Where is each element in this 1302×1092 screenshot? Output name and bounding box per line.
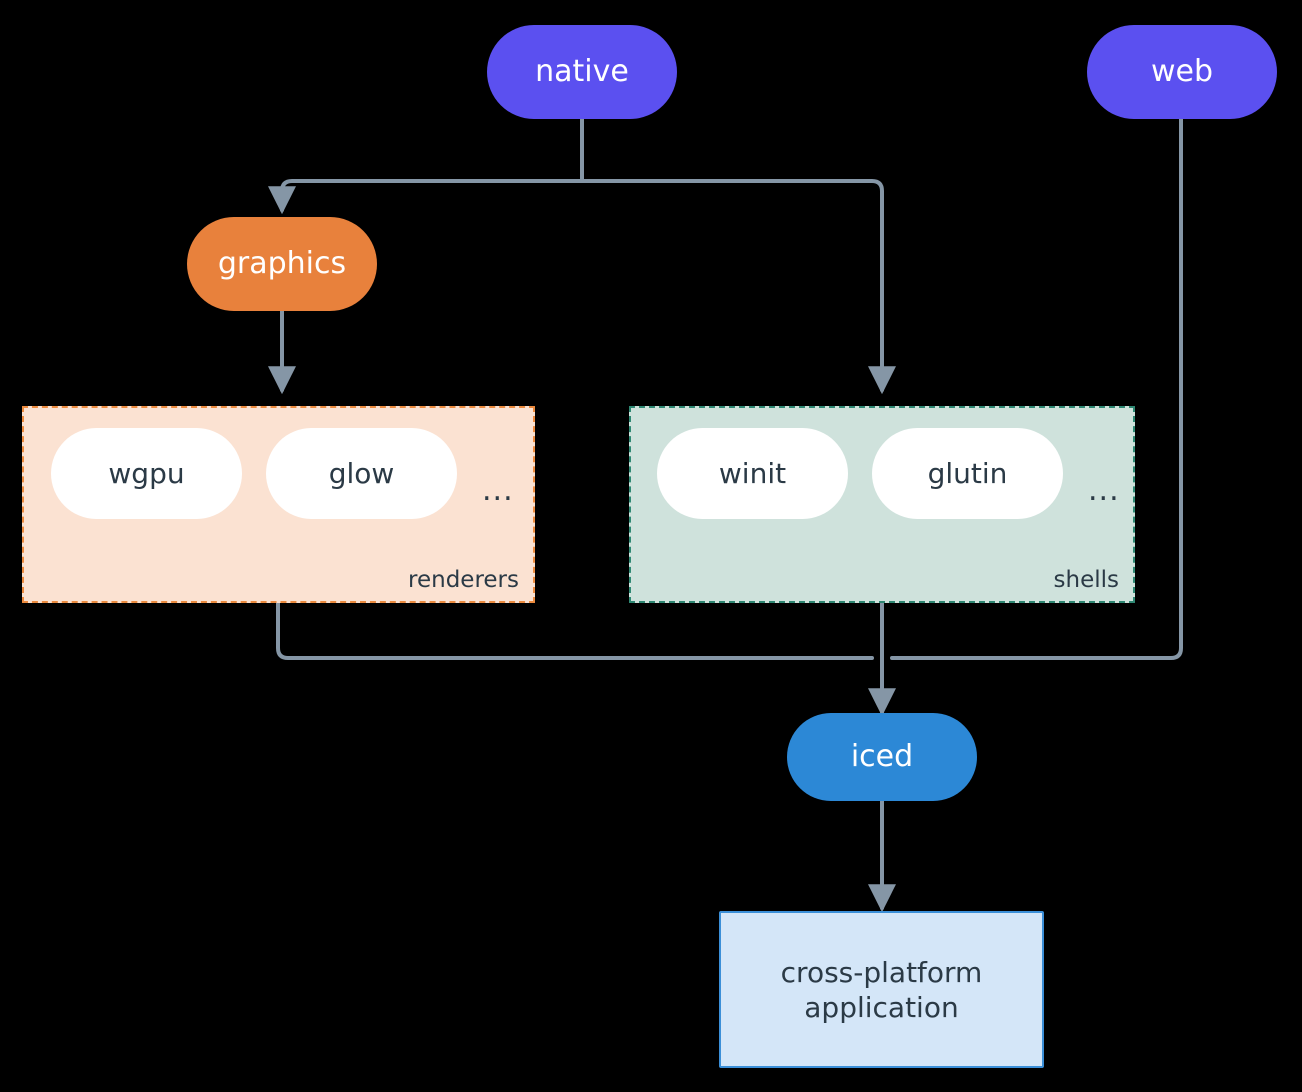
- cluster-renderers: wgpu glow ... renderers: [22, 406, 535, 603]
- leaf-glutin[interactable]: glutin: [872, 428, 1063, 519]
- leaf-winit[interactable]: winit: [657, 428, 848, 519]
- node-graphics[interactable]: graphics: [187, 217, 377, 311]
- leaf-glutin-label: glutin: [927, 457, 1008, 490]
- leaf-glow-label: glow: [328, 457, 395, 490]
- leaf-glow[interactable]: glow: [266, 428, 457, 519]
- leaf-wgpu[interactable]: wgpu: [51, 428, 242, 519]
- shells-more-ellipsis: ...: [1088, 473, 1120, 508]
- node-web[interactable]: web: [1087, 25, 1277, 119]
- node-native-label: native: [535, 54, 629, 90]
- edge-native-to-shells: [580, 179, 896, 395]
- node-iced-label: iced: [850, 739, 914, 775]
- cluster-renderers-label: renderers: [408, 567, 519, 593]
- leaf-winit-label: winit: [718, 457, 787, 490]
- edge-native-to-graphics: [268, 179, 584, 215]
- edge-renderers-to-iced: [276, 601, 874, 660]
- node-web-label: web: [1150, 54, 1214, 90]
- node-application-line1: cross-platform: [780, 955, 983, 989]
- node-iced[interactable]: iced: [787, 713, 977, 801]
- node-application-line2: application: [804, 990, 959, 1024]
- cluster-shells: winit glutin ... shells: [629, 406, 1135, 603]
- renderers-more-ellipsis: ...: [482, 473, 514, 508]
- node-application[interactable]: cross-platform application: [719, 911, 1044, 1068]
- cluster-shells-label: shells: [1053, 567, 1119, 593]
- node-native[interactable]: native: [487, 25, 677, 119]
- leaf-wgpu-label: wgpu: [108, 457, 185, 490]
- node-graphics-label: graphics: [217, 246, 347, 282]
